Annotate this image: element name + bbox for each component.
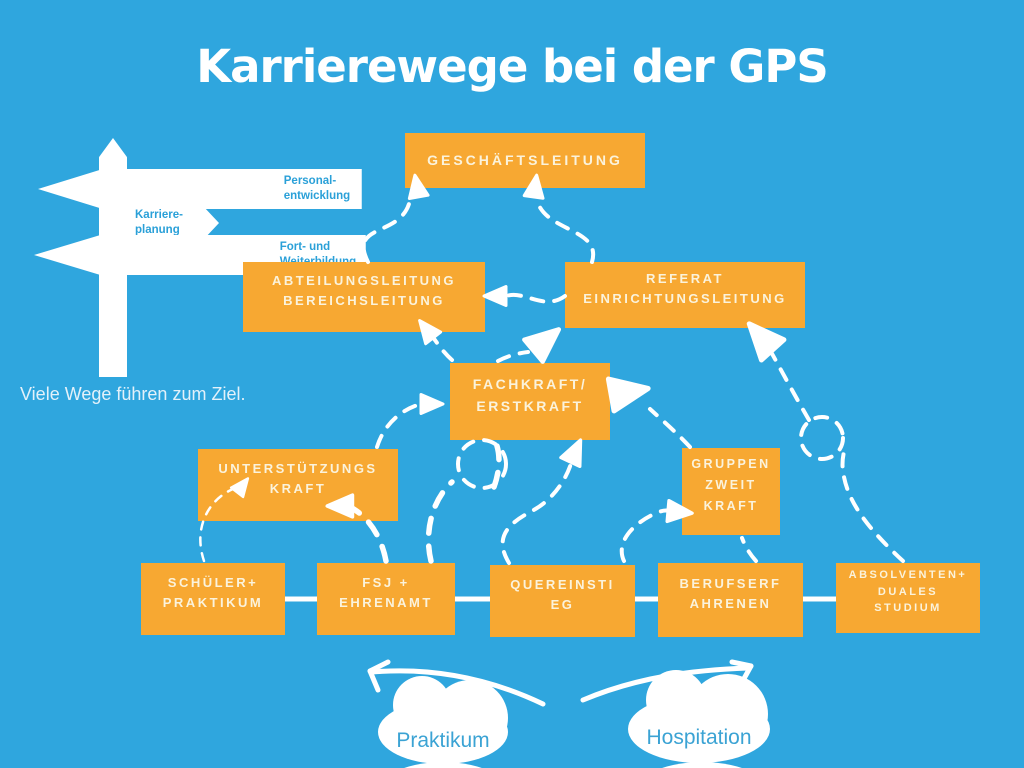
arrow-abteilung-to-geschaeftsleitung (361, 198, 412, 264)
arrow-referat-to-abteilung (502, 293, 567, 304)
node-fsj-ehrenamt: FSJ + EHRENAMT (317, 563, 455, 635)
arrow-gruppenzweitkraft-up (648, 407, 692, 449)
node-unterstuetzungskraft: UNTERSTÜTZUNGS KRAFT (198, 449, 398, 521)
node-fachkraft-erstkraft: FACHKRAFT/ ERSTKRAFT (450, 363, 610, 440)
node-referat-einrichtungsleitung: REFERAT EINRICHTUNGSLEITUNG (565, 262, 805, 328)
cloud-label-praktikum: Praktikum (396, 729, 490, 752)
node-absolventen-duales-studium: ABSOLVENTEN+ DUALES STUDIUM (836, 563, 980, 633)
arrow-unterstuetzung-to-fachkraft (375, 402, 423, 449)
arrow-fsj-to-fachkraft (425, 479, 455, 564)
arrow-fachkraft-to-referat (496, 350, 530, 363)
cloud-label-hospitation: Hospitation (646, 726, 752, 749)
node-abteilungsleitung: ABTEILUNGSLEITUNG BEREICHSLEITUNG (243, 262, 485, 332)
arrow-quereinstieg-to-gruppenzweitkraft (619, 508, 672, 563)
arrow-fsj-to-fachkraft-upper (491, 443, 502, 490)
arrow-quereinstieg-to-fachkraft (500, 458, 574, 565)
node-berufserfahrene: BERUFSERF AHRENEN (658, 563, 803, 637)
loop-right-of-gruppen (799, 415, 845, 461)
loop-below-fachkraft (456, 438, 508, 490)
arrow-referat-to-geschaeftsleitung (535, 198, 596, 264)
arrow-fachkraft-to-abteilung (430, 334, 454, 362)
node-geschaeftsleitung: GESCHÄFTSLEITUNG (405, 133, 645, 188)
arrow-absolventen-to-referat-upper (768, 348, 811, 422)
signpost-caption: Viele Wege führen zum Ziel. (20, 384, 246, 404)
node-quereinstieg: QUEREINSTI EG (490, 565, 635, 637)
arrow-berufserfahrene-to-gruppenzweitkraft (740, 536, 758, 563)
node-gruppenzweitkraft: GRUPPEN ZWEIT KRAFT (682, 448, 780, 535)
page-title: Karrierewege bei der GPS (196, 40, 829, 93)
node-schueler-praktikum: SCHÜLER+ PRAKTIKUM (141, 563, 285, 635)
signpost-sign-personalentwicklung: Personal- entwicklung (38, 169, 362, 209)
arrow-absolventen-to-referat (840, 444, 905, 563)
